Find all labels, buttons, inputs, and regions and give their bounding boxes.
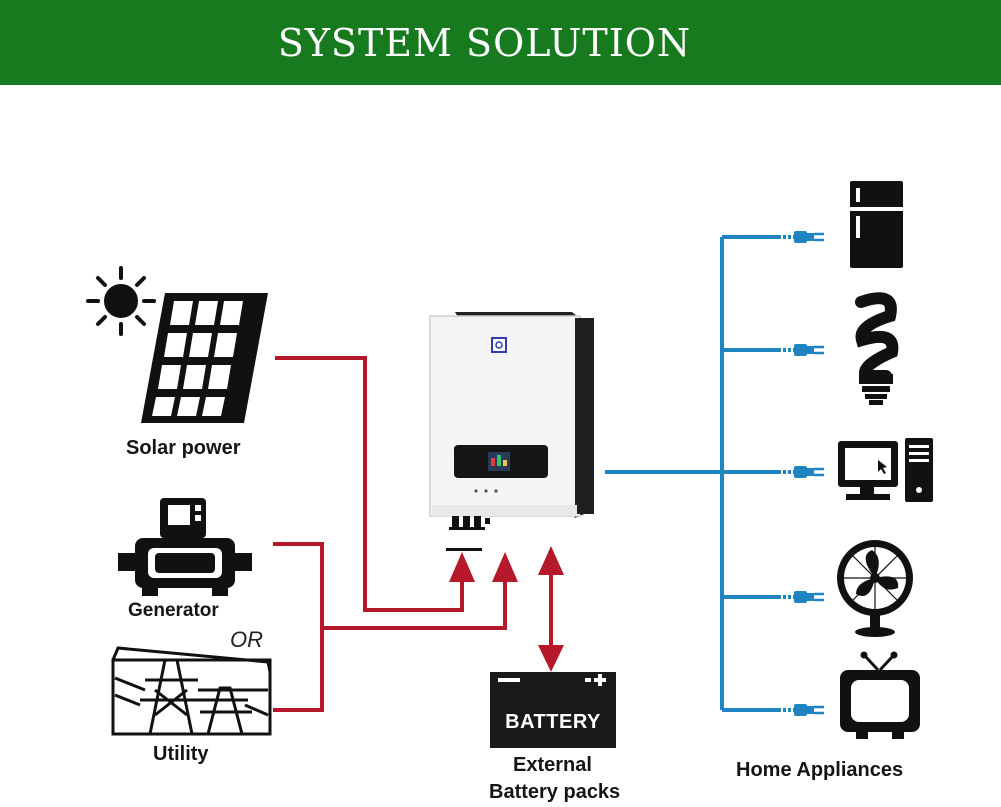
- solar-power-label: Solar power: [126, 437, 241, 459]
- battery-caption-line2: Battery packs: [489, 781, 621, 803]
- generator-wire: [273, 542, 324, 712]
- plug-icon: [776, 229, 826, 718]
- arrow-down-battery: [538, 645, 564, 672]
- arrow-up-grid: [492, 552, 518, 582]
- page-title: SYSTEM SOLUTION: [277, 20, 692, 65]
- battery-icon: [490, 672, 616, 748]
- solar-panel-icon: [141, 293, 268, 423]
- input-wiring: [273, 356, 553, 712]
- solar-wire: [275, 356, 464, 612]
- arrow-up-solar: [449, 552, 475, 582]
- battery-box-label: BATTERY: [505, 711, 601, 733]
- generator-label: Generator: [128, 600, 219, 621]
- sun-icon: [86, 266, 156, 336]
- computer-icon: [838, 438, 933, 502]
- inverter-icon: [429, 312, 594, 551]
- arrow-up-battery: [538, 546, 564, 575]
- home-appliances-label: Home Appliances: [736, 759, 904, 781]
- battery-caption-line1: External: [513, 754, 592, 776]
- utility-tower-icon: [111, 646, 272, 736]
- utility-label: Utility: [153, 743, 209, 765]
- or-label: OR: [230, 627, 263, 652]
- header-banner: SYSTEM SOLUTION: [0, 0, 1001, 85]
- bulb-icon: [855, 292, 899, 405]
- tv-icon: [840, 651, 920, 739]
- fridge-icon: [850, 181, 903, 268]
- arrow-heads: [449, 546, 564, 672]
- grid-wire: [322, 580, 507, 630]
- fan-icon: [837, 540, 913, 637]
- output-wiring: [605, 235, 780, 712]
- generator-icon: [118, 498, 252, 596]
